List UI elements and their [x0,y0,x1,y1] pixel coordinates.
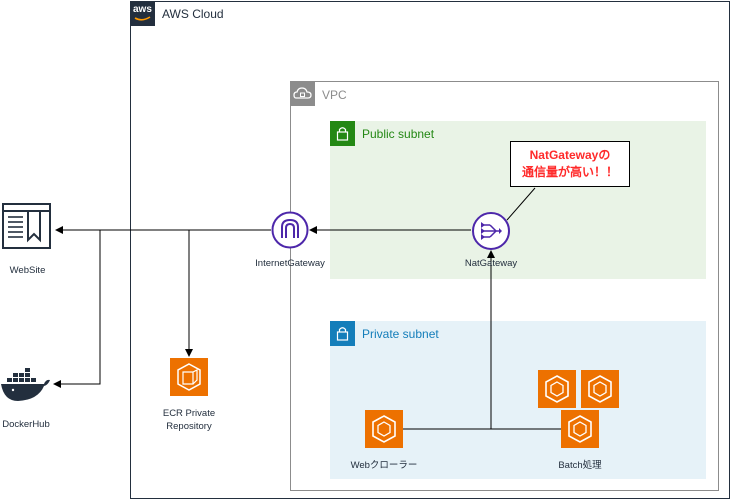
vpc-cloud-icon [290,81,315,106]
batch-ecs-icon-3 [561,410,599,448]
website-label: WebSite [9,265,46,276]
batch-ecs-icon-1 [538,370,576,408]
aws-logo-icon: aws [130,1,155,26]
ecr-label-line1: ECR Private [162,408,216,419]
dockerhub-label: DockerHub [2,419,50,430]
private-to-nat-edge [403,250,495,430]
private-subnet-group [330,321,706,479]
vpc-title: VPC [322,88,347,102]
vpc-group [290,81,719,491]
internet-gateway-icon [271,211,309,249]
ecr-label-line2: Repository [166,421,212,432]
batch-label: Batch処理 [558,460,602,471]
private-subnet-title: Private subnet [362,327,439,341]
nat-cost-callout: NatGatewayの 通信量が高い！！ [510,141,630,187]
aws-cloud-title: AWS Cloud [162,7,224,21]
callout-pointer [506,187,536,221]
private-subnet-lock-icon [330,321,355,346]
nat-gateway-label: NatGateway [464,258,518,269]
aws-logo-text: aws [133,4,152,15]
website-icon [1,202,53,254]
aws-cloud-group [130,1,730,499]
internet-gateway-label: InternetGateway [255,258,325,269]
web-crawler-ecs-icon [365,410,403,448]
igw-to-dockerhub-edge [53,230,101,388]
batch-ecs-icon-2 [581,370,619,408]
ecr-icon [170,358,208,396]
web-crawler-label: Webクローラー [350,460,418,471]
public-subnet-lock-icon [330,121,355,146]
callout-line1: NatGatewayの [529,148,611,162]
docker-whale-icon [0,362,52,404]
public-subnet-title: Public subnet [362,127,435,141]
nat-gateway-icon [471,211,511,251]
callout-line2: 通信量が高い！！ [521,165,618,179]
